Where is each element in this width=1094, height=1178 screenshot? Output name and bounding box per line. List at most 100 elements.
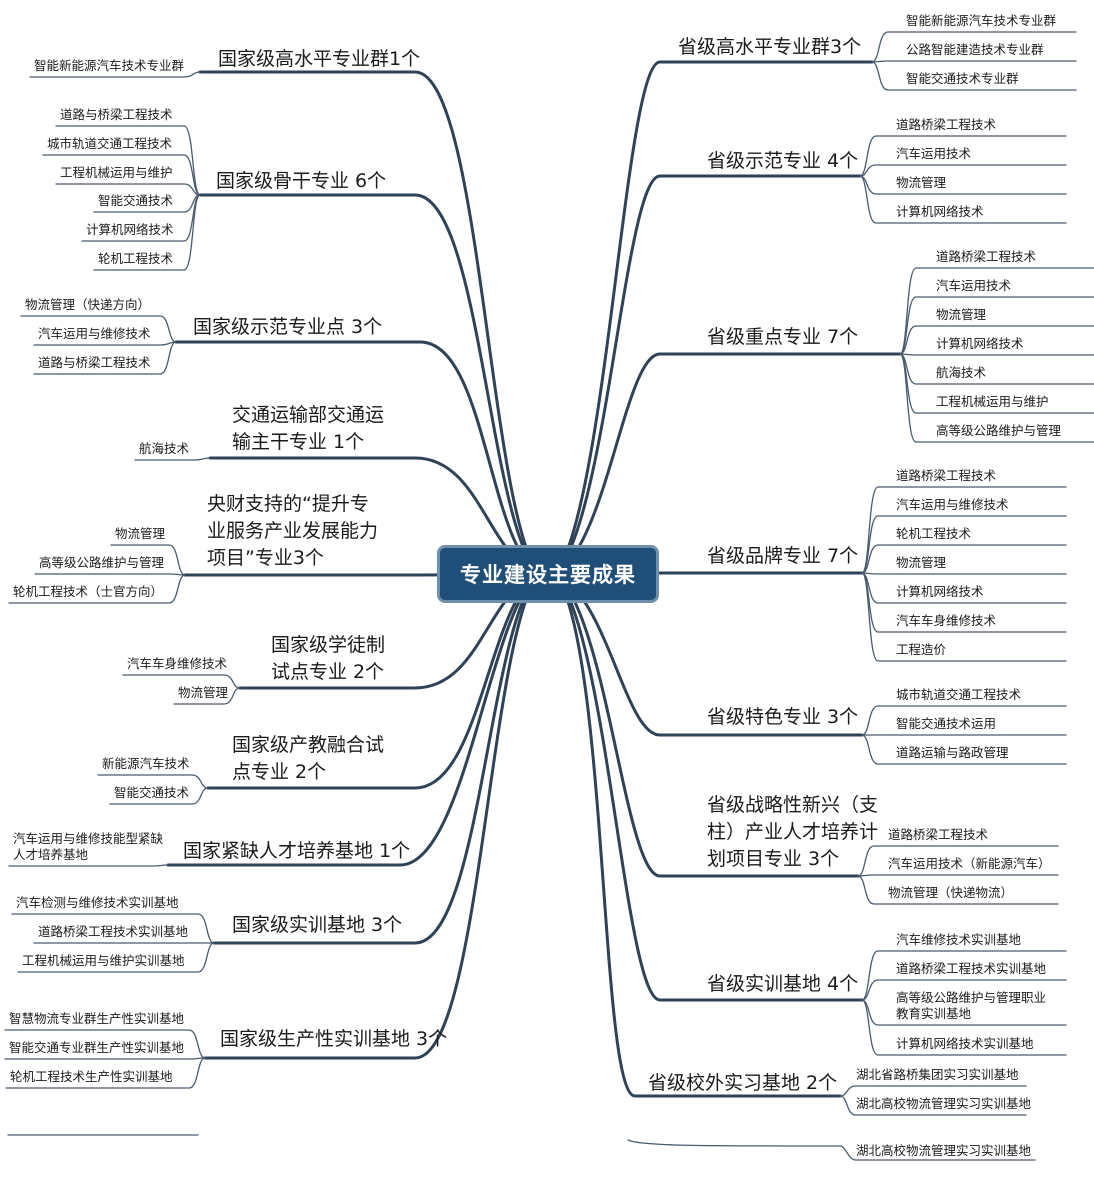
artifact-connector xyxy=(627,1139,1036,1161)
leaf-label[interactable]: 汽车运用与维修技术 xyxy=(38,326,151,342)
leaf-connector xyxy=(857,874,1059,877)
leaf-label[interactable]: 轮机工程技术（士官方向） xyxy=(13,584,163,600)
leaf-label[interactable]: 道路桥梁工程技术实训基地 xyxy=(896,961,1046,977)
central-topic[interactable]: 专业建设主要成果 xyxy=(437,545,659,603)
leaf-label[interactable]: 物流管理 xyxy=(178,685,228,701)
leaf-label[interactable]: 汽车运用技术 xyxy=(936,278,1011,294)
leaf-label[interactable]: 道路运输与路政管理 xyxy=(896,745,1009,761)
branch-label[interactable]: 省级重点专业 7个 xyxy=(707,324,858,351)
leaf-label[interactable]: 智慧物流专业群生产性实训基地 xyxy=(9,1011,184,1027)
leaf-label[interactable]: 高等级公路维护与管理 xyxy=(39,555,164,571)
leaf-label[interactable]: 计算机网络技术 xyxy=(936,336,1024,352)
leaf-label[interactable]: 轮机工程技术 xyxy=(98,251,173,267)
branch-label-line: 划项目专业 3个 xyxy=(707,848,840,870)
leaf-connector xyxy=(861,734,1067,765)
leaf-label[interactable]: 汽车检测与维修技术实训基地 xyxy=(16,895,179,911)
branch-label-line: 国家级学徒制 xyxy=(271,634,386,656)
leaf-label[interactable]: 城市轨道交通工程技术 xyxy=(896,687,1021,703)
branch-label[interactable]: 省级高水平专业群3个 xyxy=(678,34,861,61)
leaf-label[interactable]: 智能新能源汽车技术专业群 xyxy=(906,13,1056,29)
leaf-label[interactable]: 物流管理 xyxy=(115,526,165,542)
leaf-label[interactable]: 物流管理（快递物流） xyxy=(888,885,1013,901)
leaf-label-line: 物流管理 xyxy=(936,307,987,322)
leaf-label[interactable]: 高等级公路维护与管理 xyxy=(936,423,1061,439)
leaf-label[interactable]: 智能交通技术专业群 xyxy=(906,71,1019,87)
branch-label[interactable]: 省级校外实习基地 2个 xyxy=(648,1070,837,1097)
branch-label[interactable]: 国家级高水平专业群1个 xyxy=(218,46,420,73)
leaf-label[interactable]: 汽车车身维修技术 xyxy=(127,656,227,672)
branch-label[interactable]: 交通运输部交通运输主干专业 1个 xyxy=(232,402,384,456)
leaf-label-line: 高等级公路维护与管理 xyxy=(39,555,165,570)
leaf-label[interactable]: 道路桥梁工程技术 xyxy=(896,117,996,133)
leaf-label[interactable]: 汽车维修技术实训基地 xyxy=(896,932,1021,948)
leaf-label[interactable]: 道路桥梁工程技术 xyxy=(936,249,1036,265)
branch-label[interactable]: 国家级生产性实训基地 3个 xyxy=(220,1026,447,1053)
leaf-label[interactable]: 物流管理 xyxy=(936,307,986,323)
branch-label[interactable]: 国家级示范专业点 3个 xyxy=(193,314,382,341)
leaf-label[interactable]: 高等级公路维护与管理职业教育实训基地 xyxy=(896,990,1046,1022)
leaf-label[interactable]: 汽车运用技术（新能源汽车） xyxy=(888,856,1051,872)
leaf-label[interactable]: 物流管理（快递方向） xyxy=(25,297,150,313)
leaf-label[interactable]: 道路桥梁工程技术 xyxy=(896,468,996,484)
branch-label-line: 交通运输部交通运 xyxy=(232,404,385,426)
branch-label-line: 国家级示范专业点 3个 xyxy=(193,316,383,338)
branch-label[interactable]: 国家紧缺人才培养基地 1个 xyxy=(183,838,410,865)
leaf-label[interactable]: 计算机网络技术 xyxy=(86,222,174,238)
leaf-label-line: 城市轨道交通工程技术 xyxy=(47,136,173,151)
leaf-connector xyxy=(859,175,1067,224)
leaf-label[interactable]: 汽车运用与维修技能型紧缺人才培养基地 xyxy=(13,831,163,863)
leaf-label[interactable]: 工程机械运用与维护 xyxy=(936,394,1049,410)
leaf-label[interactable]: 智能交通技术 xyxy=(114,785,189,801)
branch-label[interactable]: 省级战略性新兴（支柱）产业人才培养计划项目专业 3个 xyxy=(707,792,878,873)
leaf-connector xyxy=(861,572,1067,575)
leaf-label[interactable]: 航海技术 xyxy=(936,365,986,381)
leaf-label[interactable]: 汽车运用技术 xyxy=(896,146,971,162)
leaf-label[interactable]: 工程造价 xyxy=(896,642,946,658)
leaf-label[interactable]: 道路与桥梁工程技术 xyxy=(38,355,151,371)
branch-connector xyxy=(198,70,540,576)
leaf-label-line: 智能交通技术运用 xyxy=(896,716,997,731)
branch-label[interactable]: 省级特色专业 3个 xyxy=(707,704,858,731)
leaf-label[interactable]: 计算机网络技术实训基地 xyxy=(896,1036,1034,1052)
branch-label[interactable]: 国家级学徒制试点专业 2个 xyxy=(271,632,385,686)
leaf-label[interactable]: 智能交通技术运用 xyxy=(896,716,996,732)
leaf-label[interactable]: 汽车运用与维修技术 xyxy=(896,497,1009,513)
branch-label[interactable]: 省级品牌专业 7个 xyxy=(707,543,858,570)
leaf-label[interactable]: 汽车车身维修技术 xyxy=(896,613,996,629)
leaf-label[interactable]: 湖北高校物流管理实习实训基地 xyxy=(856,1096,1031,1112)
leaf-label[interactable]: 智能交通专业群生产性实训基地 xyxy=(9,1040,184,1056)
branch-label[interactable]: 国家级产教融合试点专业 2个 xyxy=(232,732,384,786)
leaf-label[interactable]: 计算机网络技术 xyxy=(896,584,984,600)
branch-label[interactable]: 国家级实训基地 3个 xyxy=(232,912,402,939)
leaf-label[interactable]: 物流管理 xyxy=(896,175,946,191)
leaf-label-line: 航海技术 xyxy=(936,365,987,380)
leaf-label-line: 智能交通技术 xyxy=(98,193,174,208)
leaf-label[interactable]: 计算机网络技术 xyxy=(896,204,984,220)
branch-connector xyxy=(554,572,860,878)
leaf-label[interactable]: 道路与桥梁工程技术 xyxy=(60,107,173,123)
branch-label[interactable]: 省级示范专业 4个 xyxy=(707,148,858,175)
branch-connector xyxy=(554,572,842,1098)
leaf-label[interactable]: 轮机工程技术 xyxy=(896,526,971,542)
leaf-label[interactable]: 道路桥梁工程技术实训基地 xyxy=(38,924,188,940)
branch-label[interactable]: 国家级骨干专业 6个 xyxy=(216,168,386,195)
leaf-label[interactable]: 公路智能建造技术专业群 xyxy=(906,42,1044,58)
branch-label[interactable]: 央财支持的“提升专业服务产业发展能力项目”专业3个 xyxy=(207,491,378,572)
branch-label-line: 国家级实训基地 3个 xyxy=(232,914,403,936)
leaf-label[interactable]: 新能源汽车技术 xyxy=(102,756,190,772)
leaf-label-line: 道路与桥梁工程技术 xyxy=(38,355,151,370)
leaf-label[interactable]: 智能交通技术 xyxy=(98,193,173,209)
branch-label[interactable]: 省级实训基地 4个 xyxy=(707,971,858,998)
leaf-label[interactable]: 工程机械运用与维护 xyxy=(60,165,173,181)
leaf-label[interactable]: 湖北省路桥集团实习实训基地 xyxy=(856,1067,1019,1083)
leaf-label[interactable]: 轮机工程技术生产性实训基地 xyxy=(10,1069,173,1085)
leaf-label[interactable]: 航海技术 xyxy=(139,441,189,457)
leaf-label[interactable]: 城市轨道交通工程技术 xyxy=(47,136,172,152)
leaf-label[interactable]: 物流管理 xyxy=(896,555,946,571)
leaf-label-line: 计算机网络技术实训基地 xyxy=(896,1036,1034,1051)
leaf-label[interactable]: 道路桥梁工程技术 xyxy=(888,827,988,843)
leaf-label[interactable]: 工程机械运用与维护实训基地 xyxy=(22,953,185,969)
leaf-label[interactable]: 智能新能源汽车技术专业群 xyxy=(34,58,184,74)
leaf-connector xyxy=(839,1085,1027,1097)
leaf-connector xyxy=(871,60,1077,63)
